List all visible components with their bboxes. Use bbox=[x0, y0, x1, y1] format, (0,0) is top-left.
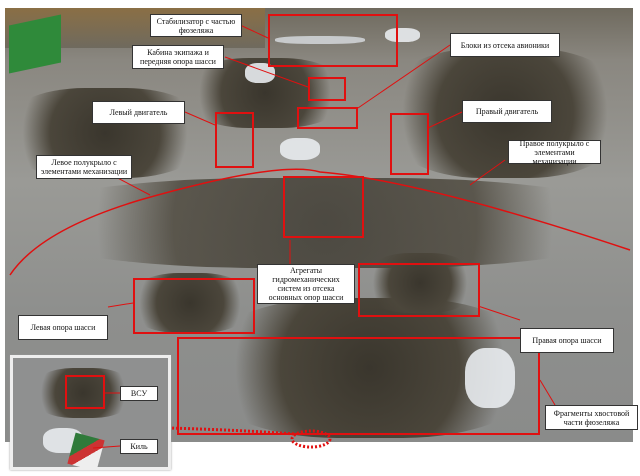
label-apu: ВСУ bbox=[120, 386, 158, 401]
label-right-wing: Правое полукрыло с элементами механизаци… bbox=[508, 139, 601, 166]
tail-location-marker bbox=[290, 429, 332, 449]
label-left-gear: Левая опора шасси bbox=[18, 315, 108, 340]
right-gear-box bbox=[358, 263, 480, 317]
right-engine-box bbox=[390, 113, 429, 175]
label-left-wing: Левое полукрыло с элементами механизации bbox=[36, 155, 132, 179]
label-stabilizer: Стабилизатор с частью фюзеляжа bbox=[150, 14, 242, 37]
label-right-engine: Правый двигатель bbox=[462, 100, 552, 123]
apu-box bbox=[65, 375, 105, 409]
label-avionics: Блоки из отсека авионики bbox=[450, 33, 560, 57]
hydraulics-box bbox=[283, 176, 364, 238]
tail-fragments-box bbox=[177, 337, 540, 435]
label-tail-fragments: Фрагменты хвостовой части фюзеляжа bbox=[545, 405, 638, 430]
left-gear-box bbox=[133, 278, 255, 334]
label-cockpit: Кабина экипажа и передняя опора шасси bbox=[132, 45, 224, 69]
inset-photo: ВСУ Киль bbox=[10, 355, 171, 470]
label-fin: Киль bbox=[120, 439, 158, 454]
label-right-gear: Правая опора шасси bbox=[520, 328, 614, 353]
avionics-box bbox=[297, 107, 358, 129]
left-engine-box bbox=[215, 112, 254, 168]
cockpit-box bbox=[308, 77, 346, 101]
stabilizer-box bbox=[268, 14, 398, 67]
label-hydraulics: Агрегаты гидромеханических систем из отс… bbox=[257, 264, 355, 304]
label-left-engine: Левый двигатель bbox=[92, 101, 185, 124]
